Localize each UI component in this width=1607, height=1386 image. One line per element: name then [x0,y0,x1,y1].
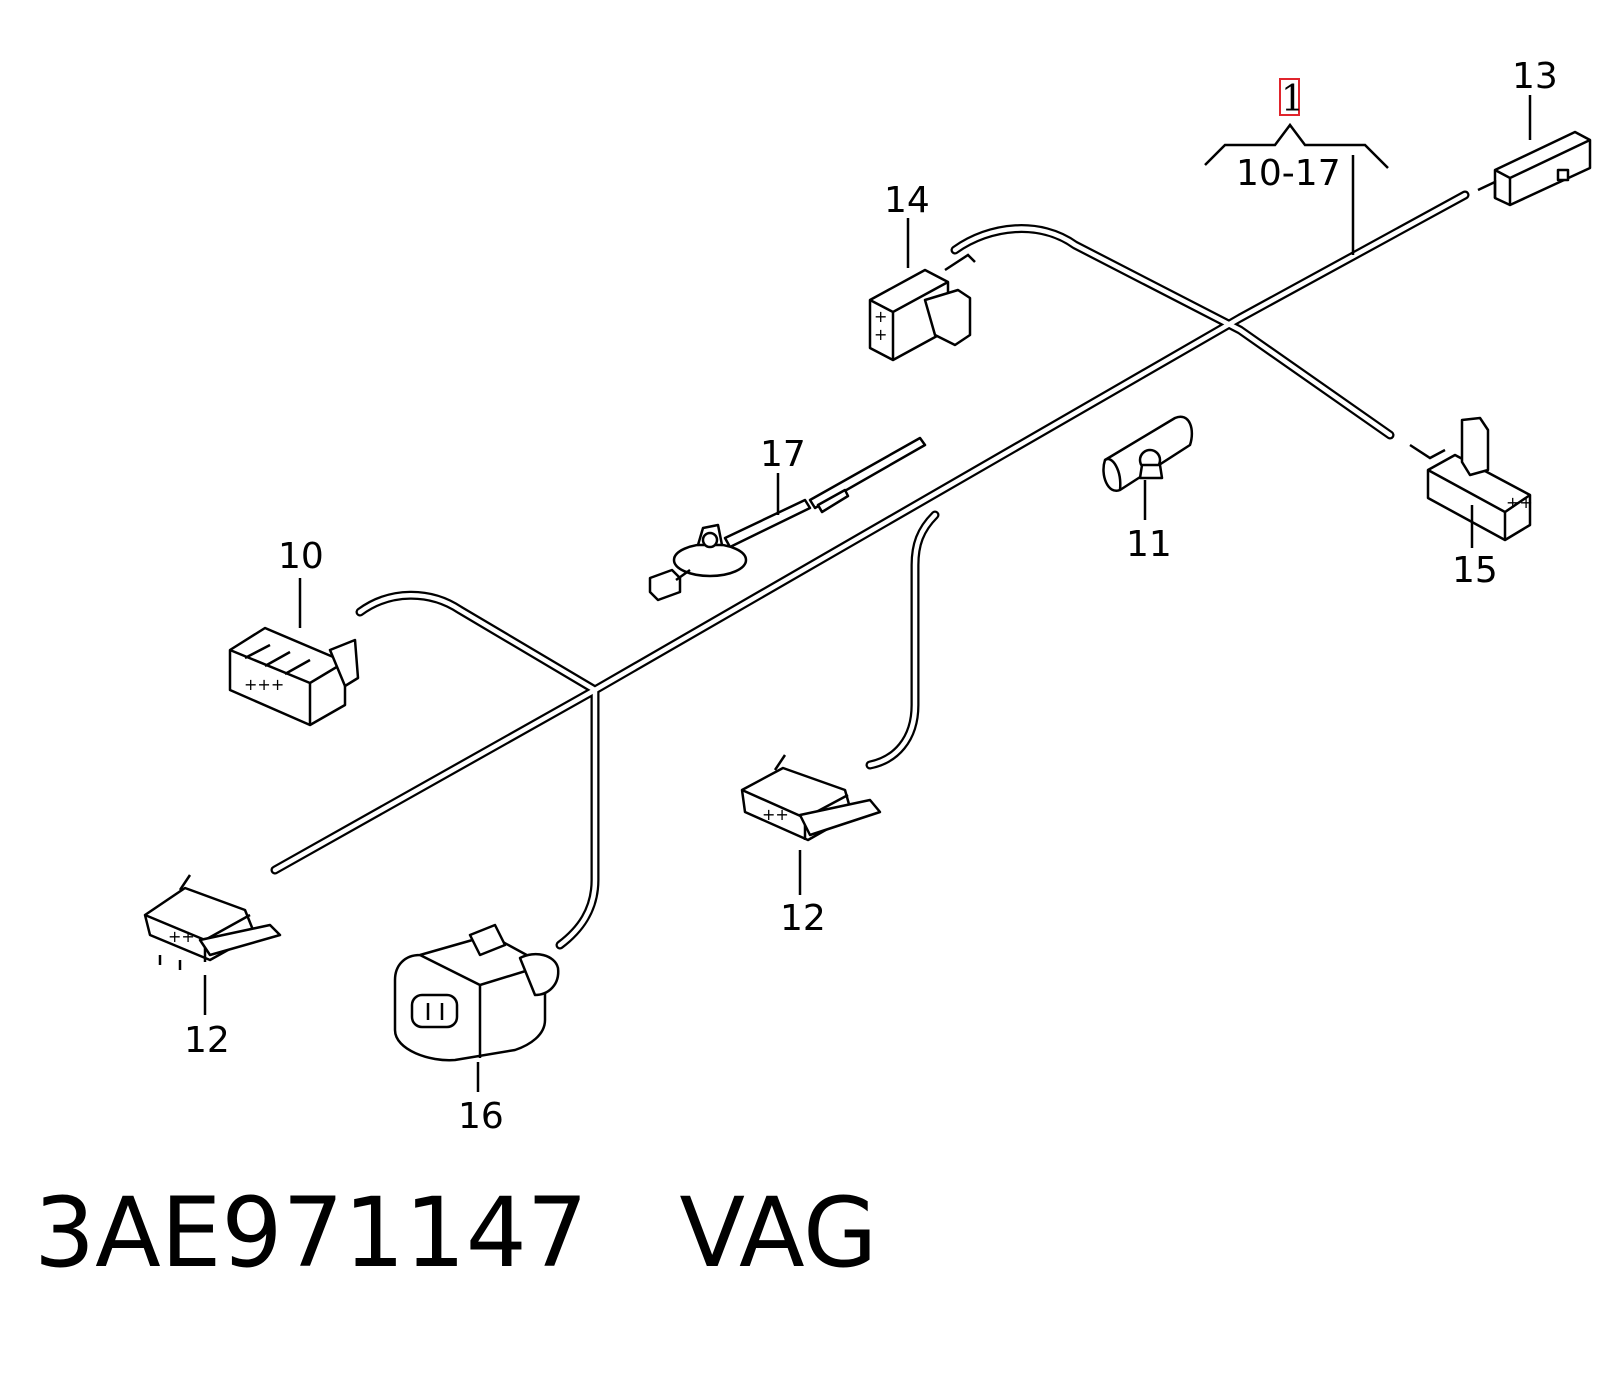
callout-15: 15 [1452,550,1498,591]
callout-17: 17 [760,434,806,475]
connector-14: + + 14 [868,180,976,362]
connector-15: ++ 15 [1409,416,1533,591]
ref-highlight-box [1279,78,1300,116]
svg-text:++: ++ [1506,493,1533,512]
connector-12-left: ++ 12 [143,874,282,1061]
part-number-footer: 3AE971147 VAG [34,1185,877,1281]
svg-text:++: ++ [762,805,789,824]
harness-wires [270,190,1470,950]
callout-10: 10 [278,536,324,577]
connector-16: 16 [393,923,560,1137]
connector-13: 13 [1477,56,1592,207]
assembly-ref-label: 1 [1281,79,1304,120]
cable-tie-17: 17 [648,434,927,602]
assembly-bracket: 1 10-17 [1204,78,1389,255]
callout-12-middle: 12 [780,898,826,939]
callout-13: 13 [1512,56,1558,97]
part-number: 3AE971147 [34,1177,588,1289]
connector-12-middle: ++ 12 [740,754,882,939]
svg-text:++: ++ [168,927,195,946]
assembly-range-label: 10-17 [1236,153,1341,194]
callout-12-left: 12 [184,1020,230,1061]
svg-text:+: + [874,325,887,344]
callout-16: 16 [458,1096,504,1137]
svg-text:+: + [874,307,887,326]
connector-10: +++ 10 [228,536,360,727]
clip-11: 11 [1102,415,1194,565]
callout-11: 11 [1126,524,1172,565]
callout-14: 14 [884,180,930,221]
brand-label: VAG [679,1177,878,1289]
svg-text:+++: +++ [244,675,284,694]
